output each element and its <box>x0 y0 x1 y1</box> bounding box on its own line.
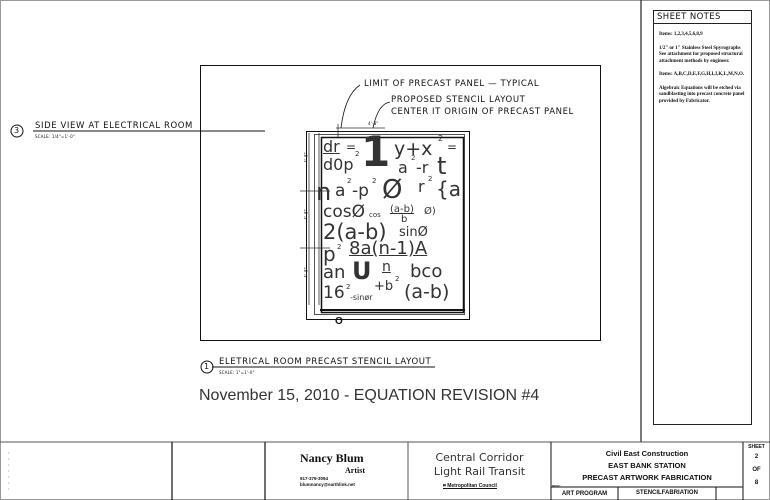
artist-role: Artist <box>345 466 365 475</box>
equation-text: Ø <box>382 175 403 205</box>
agency-name: Metropolitan Council <box>447 483 497 489</box>
dimension-top: 4'-8" <box>368 121 379 126</box>
equation-text: 2 <box>428 175 433 183</box>
sheet-label: SHEET <box>748 444 765 450</box>
equation-text: sinØ <box>399 225 428 240</box>
artist-phone: 917-379-3094 <box>300 476 329 481</box>
sheet-description: PRECAST ARTWORK FABRICATION <box>582 473 712 482</box>
equation-text: d0p <box>323 155 354 174</box>
equation-text: 2 <box>346 283 351 291</box>
sheet-of: OF <box>752 467 761 473</box>
equation-text: 2 <box>372 177 377 185</box>
program-cell: ART PROGRAM <box>561 491 608 497</box>
sheet-note: Items: A,B,C,D,E,F,G,H,I,J,K,L,M,N,O. <box>659 72 745 77</box>
view-scale: SCALE: 1/4"=1'-0" <box>35 134 75 139</box>
equation-text: r <box>418 177 425 196</box>
equation-text: 2 <box>355 150 360 158</box>
equation-text: 8a(n-1)A <box>349 238 428 259</box>
view-number: 3 <box>14 126 20 135</box>
artist-name: Nancy Blum <box>300 451 364 465</box>
equation-text: b <box>401 214 408 225</box>
sheet-note: 1/2" or 1" Stainless Steel Spyrographs S… <box>659 45 743 64</box>
equation-text: cosØ <box>323 202 365 222</box>
equation-text: 2 <box>337 243 342 251</box>
project-line2: Light Rail Transit <box>433 465 526 478</box>
dimension-left: 4'-8" <box>303 267 309 278</box>
panel-mark: O <box>335 316 343 327</box>
equation-text: -sinør <box>350 293 373 302</box>
equation-text: (a-b) <box>404 281 450 303</box>
equation-text: an <box>323 262 346 283</box>
desc-label: DESC: <box>552 484 562 488</box>
dimension-left: 4'-8" <box>303 152 309 163</box>
view-title: ELETRICAL ROOM PRECAST STENCIL LAYOUT <box>219 357 432 367</box>
equation-text: 2(a-b) <box>323 220 387 244</box>
agency-logo-icon: ⌗ <box>443 483 448 489</box>
equation-text: a <box>335 181 346 201</box>
equation-text: 1 <box>361 127 391 176</box>
sheet-note: Algebraic Equations will be etched via s… <box>659 85 745 104</box>
equation-text: U <box>352 257 372 285</box>
equation-text: 2 <box>438 134 444 143</box>
revision-ticks: ••••••• <box>8 450 10 491</box>
equation-text: a <box>398 158 408 177</box>
equation-text: t <box>437 152 447 180</box>
sheet-note: Items: 1,2,3,4,5,6,8,9 <box>659 32 703 37</box>
equation-text: 16 <box>323 283 345 303</box>
artist-email: blumnancy@earthlink.net <box>300 482 355 487</box>
equation-text: bco <box>410 261 443 282</box>
equation-text: cos <box>369 211 381 219</box>
revision-note: November 15, 2010 - EQUATION REVISION #4 <box>199 387 540 404</box>
equation-text: dr <box>323 137 340 156</box>
view-number: 1 <box>204 362 210 371</box>
equation-text: 2 <box>347 177 352 185</box>
station-name: EAST BANK STATION <box>608 461 686 470</box>
equation-text: Ø) <box>424 206 436 217</box>
equation-text: (a-b) <box>390 204 414 215</box>
equation-text: = <box>346 140 357 154</box>
agency-logo: ⌗ Metropolitan Council <box>443 483 497 489</box>
callout-stencil-origin: CENTER IT ORIGIN OF PRECAST PANEL <box>391 107 574 117</box>
equation-text: 2 <box>411 154 416 162</box>
callout-stencil-layout: PROPOSED STENCIL LAYOUT <box>391 95 526 105</box>
sheet-notes-panel: SHEET NOTES Items: 1,2,3,4,5,6,8,9 1/2" … <box>653 10 752 425</box>
equation-text: p <box>323 242 336 266</box>
equation-text: n <box>382 259 391 275</box>
equation-text: -p <box>352 181 369 201</box>
sheet-notes-title: SHEET NOTES <box>654 11 751 24</box>
project-line1: Central Corridor <box>435 451 524 464</box>
sheet-number: 2 <box>754 454 759 460</box>
sheet-total: 8 <box>754 480 759 486</box>
phase-cell: STENCILFABRIATION <box>636 490 698 496</box>
view-title: SIDE VIEW AT ELECTRICAL ROOM <box>35 121 193 131</box>
client-name: Civil East Construction <box>605 449 689 458</box>
equation-text: 2 <box>395 275 400 283</box>
equation-text: {a <box>436 177 461 201</box>
view-scale: SCALE: 1"=1'-0" <box>219 370 255 375</box>
equation-text: +b <box>374 279 394 294</box>
equation-text: y+x <box>394 138 433 160</box>
equation-text: = <box>447 140 458 154</box>
equation-text: n <box>316 178 332 206</box>
equation-text: -r <box>416 158 429 177</box>
dimension-left: 4'-8" <box>303 209 309 220</box>
callout-limit-precast: LIMIT OF PRECAST PANEL — TYPICAL <box>364 79 540 89</box>
